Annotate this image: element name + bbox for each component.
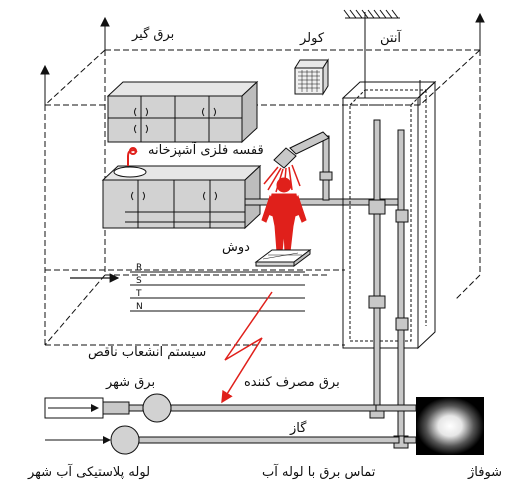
- roof-arrows: [40, 12, 485, 105]
- service-pipes: [44, 393, 417, 455]
- shower-tray: [254, 249, 312, 267]
- vertical-risers: [368, 119, 409, 449]
- label-lightning-rod: برق گیر: [132, 27, 175, 42]
- supply-wires: [125, 211, 305, 312]
- wire-label-t: T: [135, 289, 142, 299]
- label-fireplace: شوفاژ: [468, 465, 503, 480]
- cooler-icon: [294, 58, 329, 96]
- faucet-icon: [127, 147, 138, 166]
- upper-kitchen-cabinet: [106, 80, 259, 144]
- wire-label-n: N: [136, 302, 143, 312]
- label-kitchen-cabinet: قفسه فلزی آشپزخانه: [148, 143, 264, 158]
- label-city-power: برق شهر: [106, 375, 156, 390]
- label-cooler: کولر: [300, 31, 325, 46]
- label-antenna: آنتن: [380, 31, 402, 46]
- label-contact-power-water: تماس برق با لوله آب: [262, 465, 376, 480]
- label-gas: گاز: [290, 421, 307, 436]
- utility-shaft: [341, 80, 437, 350]
- wire-label-s: S: [136, 276, 142, 286]
- antenna-icon: [343, 9, 400, 98]
- lower-kitchen-cabinet: [101, 164, 262, 230]
- label-plastic-water-pipe: لوله پلاستیکی آب شهر: [28, 465, 151, 480]
- label-faulty-branch: سیستم انشعاب ناقص: [88, 345, 207, 360]
- label-shower: دوش: [222, 240, 250, 255]
- fireplace-icon: [416, 397, 484, 455]
- person-icon: [261, 177, 307, 253]
- house-outline: [44, 49, 481, 346]
- fault-zigzag: [221, 291, 273, 404]
- shower-head-icon: [273, 147, 297, 169]
- label-consumer-power: برق مصرف کننده: [244, 375, 340, 390]
- shower-pipe: [289, 131, 333, 201]
- wire-label-r: R: [136, 263, 142, 273]
